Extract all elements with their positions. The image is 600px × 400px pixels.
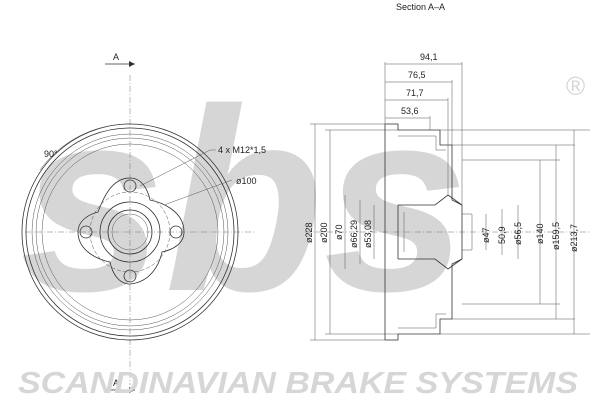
arrowhead: [129, 61, 135, 67]
dim-228: ø228: [304, 222, 314, 243]
drum-rim-circle: [25, 127, 235, 337]
dim-200: ø200: [319, 222, 329, 243]
bolt-hole-left: [79, 225, 93, 239]
section-title: Section A–A: [396, 2, 445, 12]
hub-bottom-edge: [398, 258, 463, 270]
dim-47: ø47: [481, 227, 491, 243]
drum-inner-circle: [31, 133, 229, 331]
hub-bore-circle: [107, 209, 153, 255]
bolt-hole-right: [169, 225, 183, 239]
hub-flange: [77, 177, 185, 285]
dim-66-29: ø66,29: [349, 220, 359, 248]
pitch-leader: [163, 179, 233, 206]
hub-top-edge: [398, 194, 463, 206]
angle-arc: [39, 123, 131, 171]
pitch-circle-label: ø100: [236, 176, 257, 186]
drum-inner-top: [398, 135, 446, 151]
section-view: Section A–A 94,1 76,5 71,7 53,6: [304, 2, 590, 341]
dim-53-08: ø53,08: [363, 220, 373, 248]
drum-inner-circle-2: [35, 137, 225, 327]
dim-70: ø70: [334, 224, 344, 240]
company-name-watermark: SCANDINAVIAN BRAKE SYSTEMS: [18, 365, 578, 400]
front-view: A A 90° 4 x M12*1,5 ø100: [21, 52, 266, 393]
registered-mark: ®: [566, 71, 585, 101]
bolt-leader: [139, 149, 211, 187]
angle-label: 90°: [44, 149, 58, 159]
dim-71-7: 71,7: [406, 88, 424, 98]
section-marker-top: A: [113, 52, 119, 62]
dim-140: ø140: [535, 223, 545, 244]
drum-section-outline: [385, 123, 463, 341]
dim-56-5: ø56,5: [513, 222, 523, 245]
drum-inner-bottom: [398, 313, 446, 329]
dim-76-5: 76,5: [408, 70, 426, 80]
bolt-hole-top: [123, 179, 137, 193]
dim-159-5: ø159,5: [551, 222, 561, 250]
arrowhead: [129, 387, 135, 393]
section-marker-bottom: A: [113, 378, 119, 388]
dim-50-9: 50,9: [497, 226, 507, 244]
bolt-hole-bottom: [123, 269, 137, 283]
dim-213-7: ø213,7: [569, 224, 579, 252]
drum-inner-circle-3: [41, 143, 219, 321]
sbs-logo-watermark: sbs ®: [20, 56, 585, 346]
dim-53-6: 53,6: [401, 106, 419, 116]
hub-spigot: [462, 213, 473, 251]
hub-bore-inner: [111, 213, 149, 251]
hub-outer-circle: [99, 201, 161, 263]
dim-94-1: 94,1: [420, 52, 438, 62]
sbs-logo-text: sbs: [20, 56, 468, 346]
bolt-spec-label: 4 x M12*1,5: [218, 145, 266, 155]
